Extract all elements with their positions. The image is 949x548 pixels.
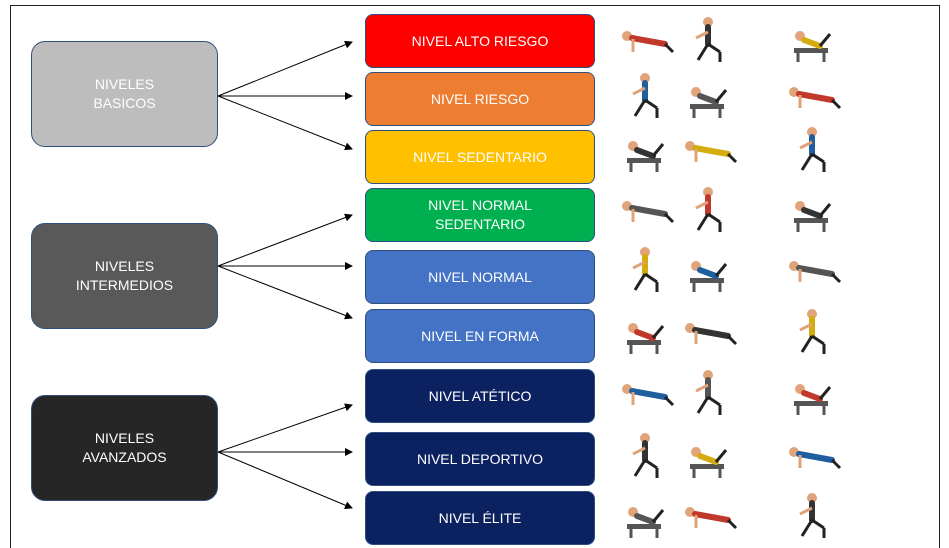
group-niveles-basicos: NIVELES BASICOS xyxy=(31,41,218,147)
level-riesgo: NIVEL RIESGO xyxy=(365,72,595,126)
exercise-icon xyxy=(799,127,826,172)
arrow xyxy=(217,40,353,97)
exercise-icon xyxy=(632,433,659,478)
exercise-icon xyxy=(685,507,738,530)
level-sedentario: NIVEL SEDENTARIO xyxy=(365,130,595,184)
level-normal-sedentario: NIVEL NORMAL SEDENTARIO xyxy=(365,188,595,242)
exercise-icon xyxy=(695,370,722,415)
exercise-icon xyxy=(627,507,665,538)
group-niveles-avanzados: NIVELES AVANZADOS xyxy=(31,395,218,501)
level-atletico: NIVEL ATÉTICO xyxy=(365,369,595,423)
exercise-icon xyxy=(794,201,832,232)
diagram-frame xyxy=(10,5,940,548)
exercise-icon xyxy=(685,141,738,164)
exercise-icon xyxy=(685,323,738,346)
exercise-icon xyxy=(627,141,665,172)
level-alto-riesgo: NIVEL ALTO RIESGO xyxy=(365,14,595,68)
exercise-icon xyxy=(789,87,842,110)
exercise-icon xyxy=(799,309,826,354)
exercise-icon xyxy=(695,17,722,62)
exercise-icon xyxy=(632,247,659,292)
exercise-icon xyxy=(627,323,665,354)
exercise-icon xyxy=(799,493,826,538)
arrow xyxy=(217,451,353,509)
exercise-icon xyxy=(690,447,728,478)
arrow xyxy=(217,95,353,151)
exercise-icon xyxy=(789,261,842,284)
group-niveles-intermedios: NIVELES INTERMEDIOS xyxy=(31,223,218,329)
exercise-icon xyxy=(622,384,675,407)
level-deportivo: NIVEL DEPORTIVO xyxy=(365,432,595,486)
exercise-icon xyxy=(695,187,722,232)
exercise-icon xyxy=(690,87,728,118)
exercise-icon xyxy=(690,261,728,292)
arrow xyxy=(217,213,353,267)
level-en-forma: NIVEL EN FORMA xyxy=(365,309,595,363)
level-normal: NIVEL NORMAL xyxy=(365,250,595,304)
level-elite: NIVEL ÉLITE xyxy=(365,491,595,545)
exercise-icon xyxy=(789,447,842,470)
arrow xyxy=(217,265,353,320)
exercise-icon xyxy=(794,384,832,415)
arrow xyxy=(217,403,353,453)
exercise-icon xyxy=(794,31,832,62)
exercise-icon xyxy=(622,201,675,224)
exercise-icon xyxy=(622,31,675,54)
exercise-icon xyxy=(632,73,659,118)
